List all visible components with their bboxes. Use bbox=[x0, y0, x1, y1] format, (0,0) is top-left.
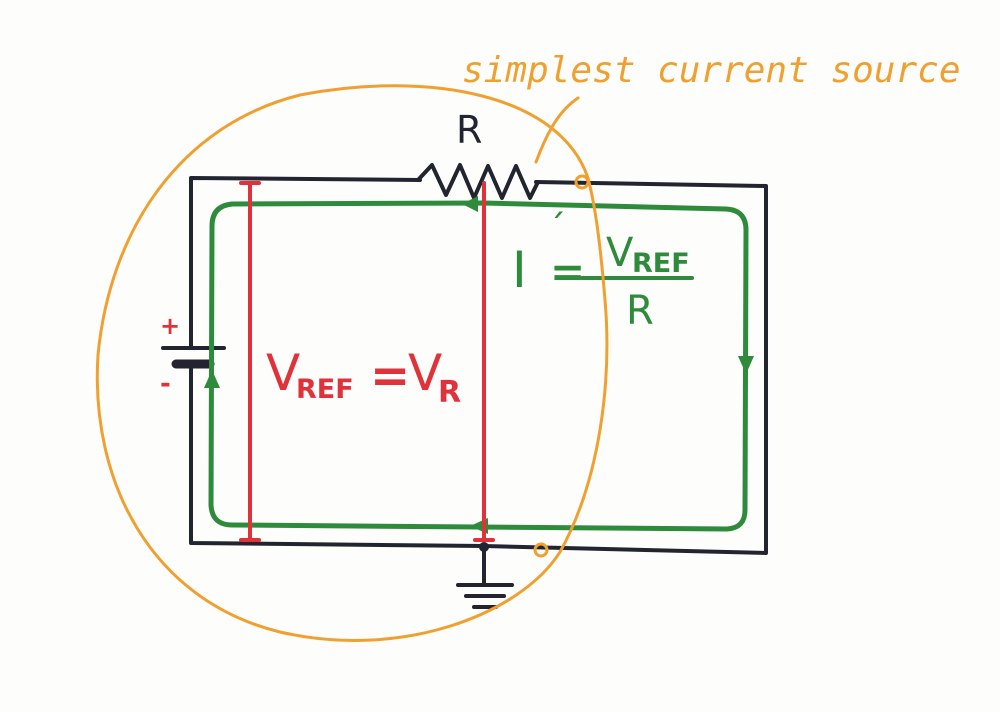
resistor-label: R bbox=[456, 108, 482, 152]
voltage-equation: V REF = V R bbox=[266, 344, 461, 410]
svg-text:V: V bbox=[408, 344, 442, 402]
annotation-text: simplest current source bbox=[462, 50, 961, 91]
resistor-symbol bbox=[416, 163, 540, 200]
svg-text:V: V bbox=[266, 344, 300, 402]
svg-text:V: V bbox=[606, 230, 634, 276]
svg-text:=: = bbox=[550, 247, 585, 296]
svg-text:REF: REF bbox=[632, 248, 690, 279]
source-boundary-loop bbox=[95, 84, 609, 642]
battery-minus-label: - bbox=[160, 369, 171, 399]
current-arrow-top bbox=[462, 196, 478, 212]
svg-text:R: R bbox=[438, 375, 461, 410]
svg-text:REF: REF bbox=[296, 374, 354, 405]
svg-text:R: R bbox=[626, 288, 654, 334]
current-equation: I ´ = V REF R bbox=[512, 208, 690, 334]
svg-text:´: ´ bbox=[548, 208, 566, 249]
current-arrow-left bbox=[204, 370, 220, 388]
ground-junction-dot bbox=[479, 542, 489, 552]
terminal-bottom bbox=[533, 542, 549, 558]
svg-text:=: = bbox=[370, 348, 410, 404]
battery-plus-label: + bbox=[160, 312, 180, 340]
vref-marker bbox=[239, 181, 261, 542]
svg-text:I: I bbox=[512, 241, 527, 299]
battery-symbol bbox=[161, 346, 226, 369]
circuit-wires bbox=[189, 176, 768, 587]
ground-symbol bbox=[456, 583, 514, 609]
annotation-leader bbox=[534, 96, 580, 164]
terminal-top bbox=[574, 174, 590, 190]
current-arrow-right bbox=[738, 356, 754, 374]
vr-marker bbox=[473, 181, 495, 542]
